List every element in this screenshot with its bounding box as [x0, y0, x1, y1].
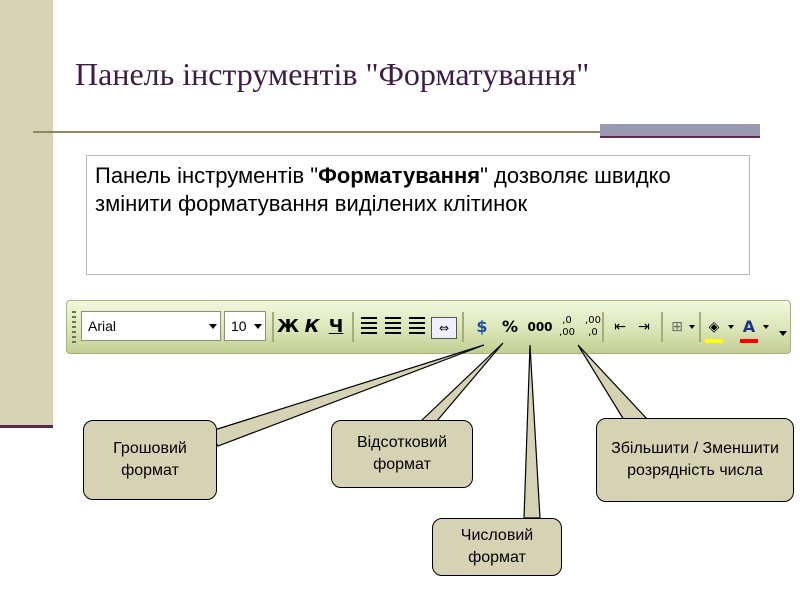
borders-icon[interactable]: ⊞ [671, 319, 683, 335]
chevron-down-icon[interactable] [209, 324, 217, 329]
toolbar-separator [352, 312, 354, 342]
align-left-icon[interactable] [361, 317, 377, 335]
font-size-combo[interactable]: 10 [224, 311, 266, 341]
description-bold: Форматування [318, 163, 481, 188]
chevron-down-icon[interactable] [763, 325, 769, 329]
toolbar-separator [272, 312, 274, 342]
increase-indent-icon[interactable]: ⇥ [638, 319, 650, 335]
align-right-icon[interactable] [409, 317, 425, 335]
font-color-button[interactable]: A [742, 317, 756, 336]
chevron-down-icon[interactable] [254, 324, 262, 329]
chevron-down-icon[interactable] [728, 325, 734, 329]
bold-button[interactable]: Ж [277, 316, 300, 337]
font-size-value: 10 [231, 318, 247, 334]
fill-color-icon[interactable]: ◈ [708, 319, 720, 335]
title-rule [33, 131, 600, 133]
currency-format-button[interactable]: $ [476, 317, 488, 336]
callout-decimal-places: Збільшити / Зменшити розрядність числа [596, 418, 794, 502]
font-name-combo[interactable]: Arial [81, 311, 221, 341]
callout-currency-format: Грошовий формат [83, 420, 217, 500]
increase-decimal-button[interactable]: ,0 ,00 [559, 315, 575, 338]
underline-button[interactable]: Ч [328, 316, 344, 337]
title-accent-line [600, 136, 760, 138]
toolbar-options-icon[interactable] [779, 331, 787, 336]
decorative-left-line [0, 425, 53, 428]
callout-number-format: Числовий формат [432, 518, 562, 576]
chevron-down-icon[interactable] [689, 325, 695, 329]
comma-style-button[interactable]: 000 [527, 320, 553, 334]
number-pointer [523, 344, 541, 519]
align-center-icon[interactable] [385, 317, 401, 335]
italic-button[interactable]: К [304, 316, 320, 337]
decrease-decimal-button[interactable]: ,00 ,0 [585, 315, 601, 338]
font-color-swatch [740, 339, 758, 343]
slide-title: Панель інструментів "Форматування" [75, 56, 590, 92]
toolbar-separator [602, 312, 604, 342]
font-name-value: Arial [88, 318, 117, 334]
callout-percent-format: Відсотковий формат [331, 420, 473, 488]
percent-pointer [418, 342, 504, 423]
toolbar-grip-handle[interactable] [72, 311, 76, 343]
decorative-left-bar [0, 0, 53, 425]
toolbar-separator [462, 312, 464, 342]
decrease-indent-icon[interactable]: ⇤ [614, 319, 626, 335]
percent-style-button[interactable]: % [501, 317, 519, 336]
toolbar-separator [661, 312, 663, 342]
description-prefix: Панель інструментів " [95, 163, 319, 188]
merge-center-icon[interactable]: ⇔ [431, 317, 457, 339]
toolbar-separator [699, 312, 701, 342]
description-suffix: " дозволяє швидко змінити форматування в… [95, 163, 671, 216]
decimal-pointer [577, 344, 650, 421]
fill-color-swatch [705, 339, 723, 343]
title-accent-block [600, 124, 760, 138]
description-box: Панель інструментів "Форматування" дозво… [86, 155, 750, 275]
formatting-toolbar: Arial 10 Ж К Ч ⇔ $ % 000 ,0 ,00 ,00 ,0 ⇤… [66, 300, 791, 354]
